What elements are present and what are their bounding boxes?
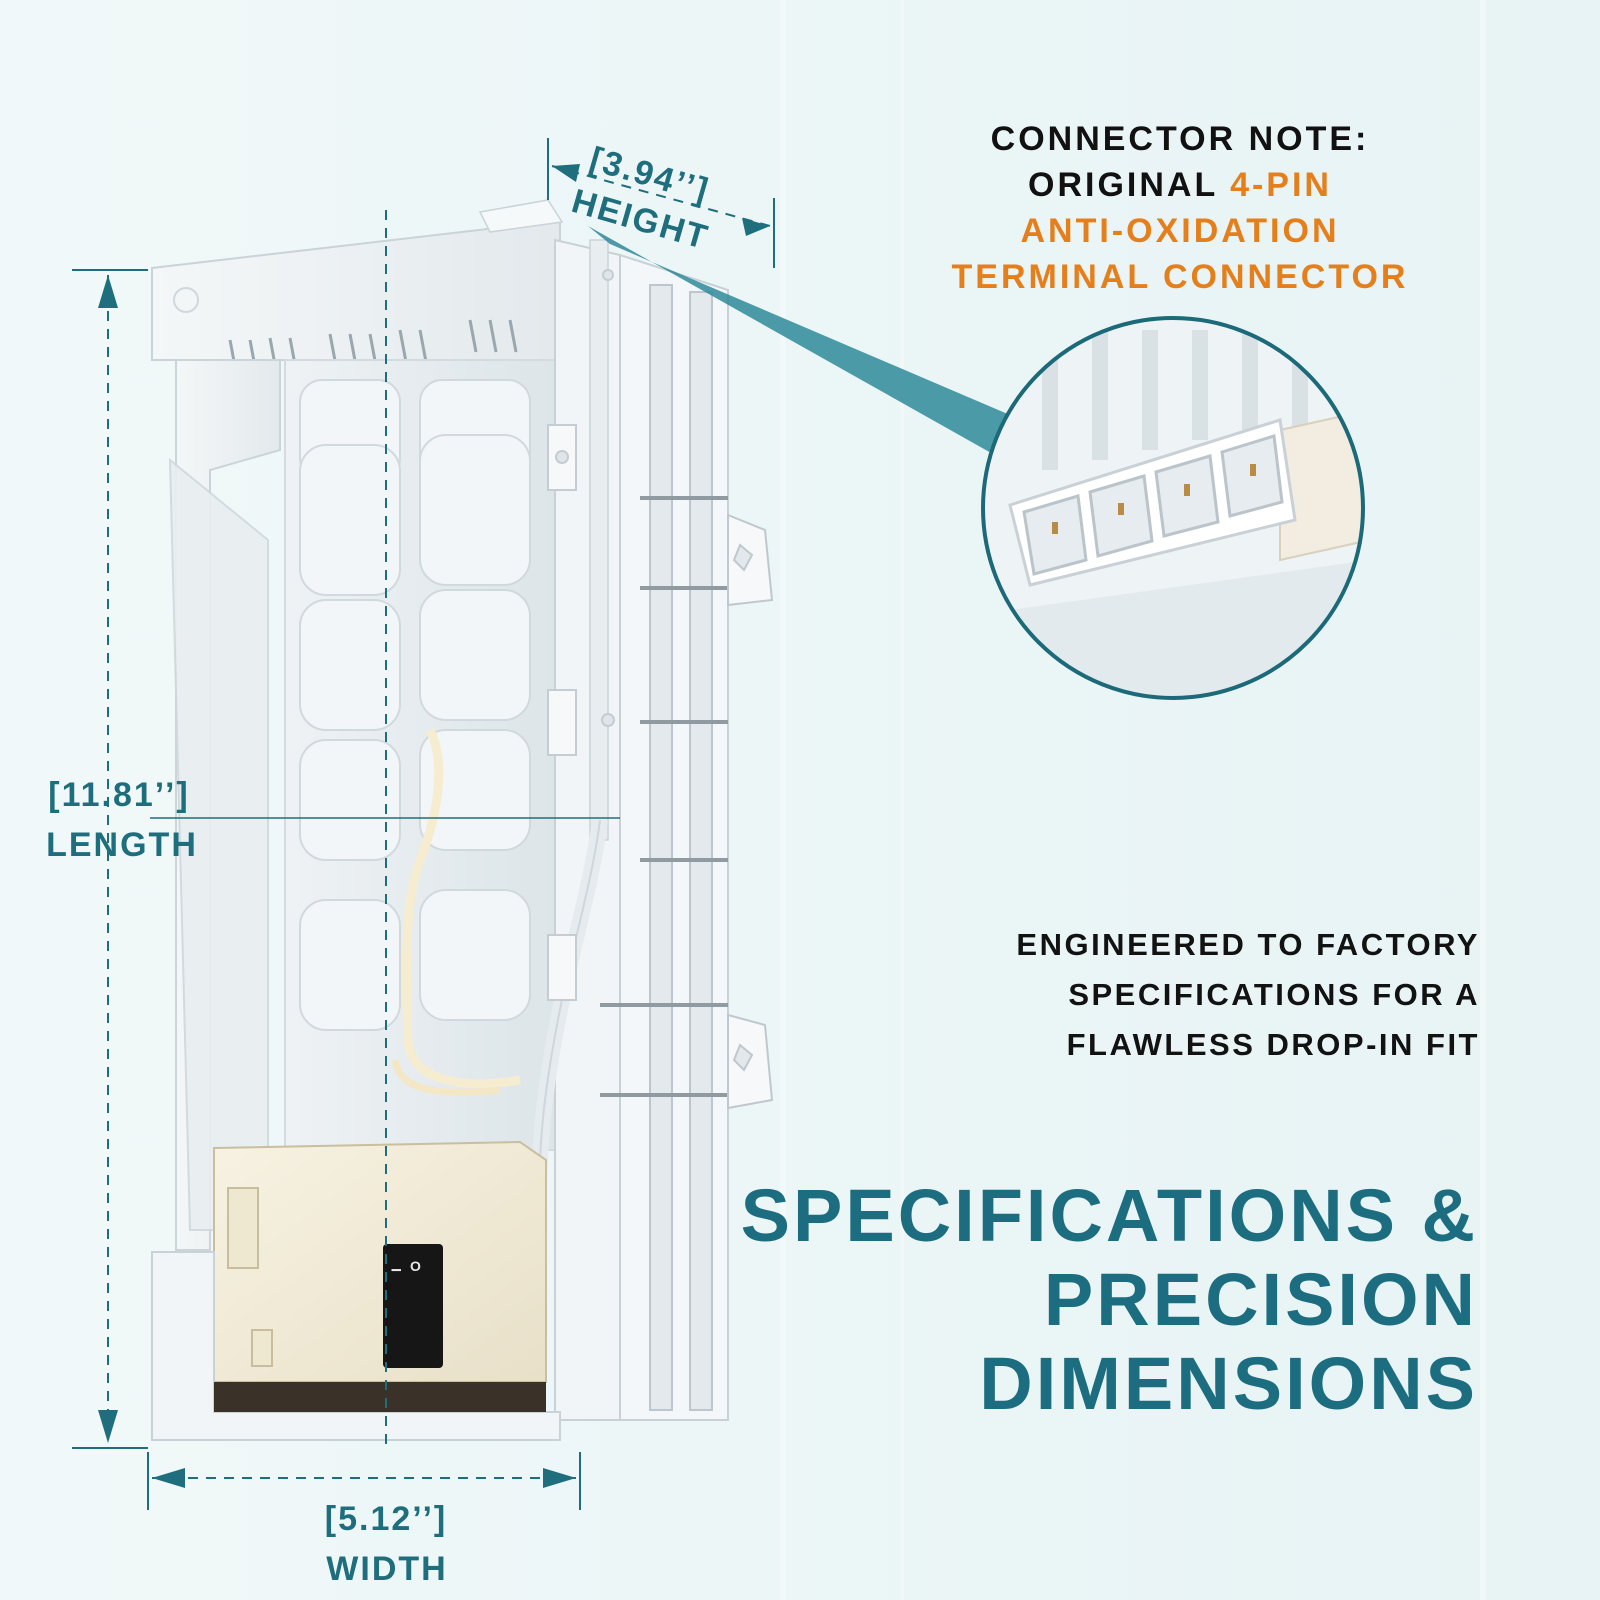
connector-note-line2: ORIGINAL 4-PIN	[900, 162, 1460, 208]
fit-statement-line3: FLAWLESS DROP-IN FIT	[1066, 1027, 1480, 1062]
headline-line2: PRECISION	[1043, 1258, 1478, 1341]
side-ribs	[649, 284, 713, 1411]
switch-off-symbol: O	[410, 1258, 421, 1274]
connector-note: CONNECTOR NOTE: ORIGINAL 4-PIN ANTI-OXID…	[900, 116, 1460, 300]
power-switch	[383, 1244, 443, 1368]
width-dimension-label: WIDTH	[326, 1550, 448, 1588]
width-dimension-value: [5.12’’]	[324, 1500, 448, 1538]
zoom-callout-beam	[588, 226, 1010, 458]
fit-statement-line2: SPECIFICATIONS FOR A	[1068, 977, 1480, 1012]
ice-cube-cavities	[299, 379, 531, 1031]
connector-zoom-view	[981, 316, 1365, 700]
ice-maker-body	[151, 199, 774, 1441]
connector-note-pin-count: 4-PIN	[1230, 166, 1332, 204]
side-clips	[727, 513, 774, 1110]
dimension-guides	[72, 138, 775, 1510]
connector-note-line4: TERMINAL CONNECTOR	[951, 258, 1409, 296]
motor-control-box	[213, 1140, 547, 1383]
length-dimension-value: [11.81’’]	[48, 776, 190, 814]
connector-note-title: CONNECTOR NOTE:	[990, 120, 1370, 158]
headline: SPECIFICATIONS & PRECISION DIMENSIONS	[718, 1174, 1478, 1426]
mounting-tabs	[547, 269, 615, 1001]
background-pattern	[780, 0, 1486, 1600]
side-crossbars	[600, 496, 728, 1097]
connector-note-line3: ANTI-OXIDATION	[1020, 212, 1340, 250]
length-dimension-label: LENGTH	[46, 826, 198, 864]
fit-statement: ENGINEERED TO FACTORY SPECIFICATIONS FOR…	[920, 920, 1480, 1070]
headline-line1: SPECIFICATIONS &	[740, 1174, 1478, 1257]
fit-statement-line1: ENGINEERED TO FACTORY	[1016, 927, 1480, 962]
connector-note-original: ORIGINAL	[1028, 166, 1231, 204]
switch-on-symbol: I	[387, 1268, 404, 1272]
headline-line3: DIMENSIONS	[979, 1342, 1478, 1425]
